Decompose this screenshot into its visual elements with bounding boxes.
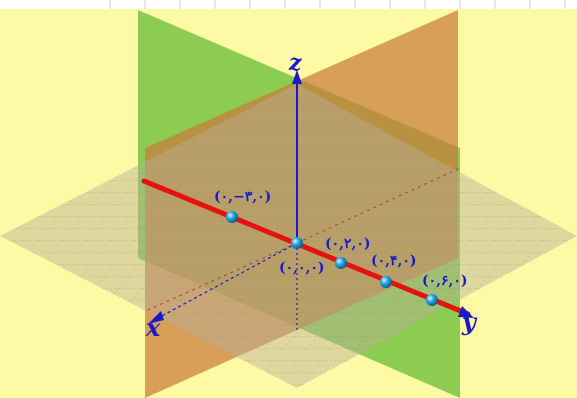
z-axis-label: z [288,50,302,76]
y-axis-label: y [461,307,478,336]
z-axis-arrow [292,70,302,84]
point-marker [335,257,347,269]
point-label: (۰,۴,۰) [371,253,417,269]
point-label: (۰,−۳,۰) [214,189,271,205]
point-marker [226,211,238,223]
xy-plane-grid [0,84,577,388]
point-label: (۰,۲,۰) [325,236,371,252]
points-layer: (۰,−۳,۰) (۰,۰,۰) (۰,۲,۰) (۰,۴,۰) (۰,۶,۰) [214,189,468,306]
x-axis-line [157,242,298,319]
point-marker [291,237,303,249]
point-label: (۰,۶,۰) [422,273,468,289]
y-axis-red-line [141,178,471,317]
point-marker [426,294,438,306]
x-axis-arrow [148,311,164,324]
x-axis-label: x [145,313,161,342]
y-axis-arrow [458,306,474,318]
point-label: (۰,۰,۰) [279,260,325,276]
dashed-helper-axes [147,167,461,311]
top-grid-strip [0,0,577,9]
point-marker [380,276,392,288]
